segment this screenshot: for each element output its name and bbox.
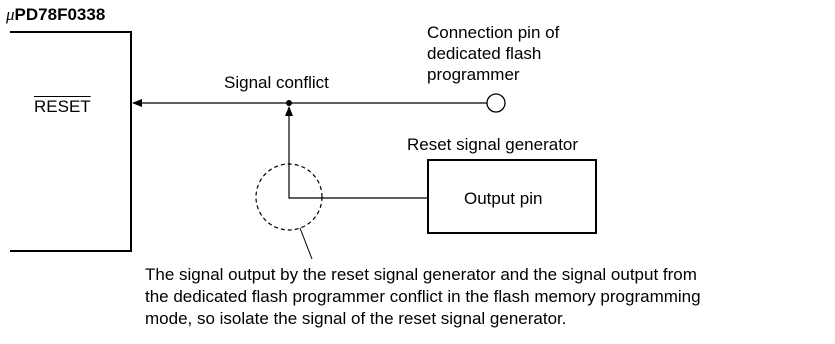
- note-line-1: The signal output by the reset signal ge…: [145, 265, 697, 284]
- junction-dot: [286, 100, 292, 106]
- connection-pin-line-2: dedicated flash: [427, 44, 542, 63]
- isolation-circle: [255, 163, 323, 231]
- reset-pin-label: RESET: [34, 96, 91, 118]
- chip-part-number: μPD78F0338: [6, 4, 105, 26]
- reset-signal-generator-label: Reset signal generator: [407, 135, 579, 154]
- connection-pin-line-1: Connection pin of: [427, 23, 560, 42]
- note-line-2: the dedicated flash programmer conflict …: [145, 287, 701, 306]
- isolation-note: The signal output by the reset signal ge…: [145, 264, 701, 330]
- reset-pin-text: RESET: [34, 97, 91, 116]
- part-number-text: PD78F0338: [14, 5, 106, 24]
- signal-conflict-label: Signal conflict: [224, 73, 329, 92]
- connection-pin-circle: [486, 93, 506, 113]
- reset-signal-generator-box: [427, 159, 597, 234]
- chip-outline: [10, 31, 132, 252]
- connection-pin-line-3: programmer: [427, 65, 520, 84]
- connection-pin-label: Connection pin of dedicated flash progra…: [427, 22, 559, 85]
- output-signal-line: [285, 106, 428, 199]
- micro-symbol: μ: [6, 5, 15, 24]
- output-pin-label: Output pin: [464, 189, 543, 208]
- note-line-3: mode, so isolate the signal of the reset…: [145, 309, 567, 328]
- note-pointer-line: [299, 227, 313, 260]
